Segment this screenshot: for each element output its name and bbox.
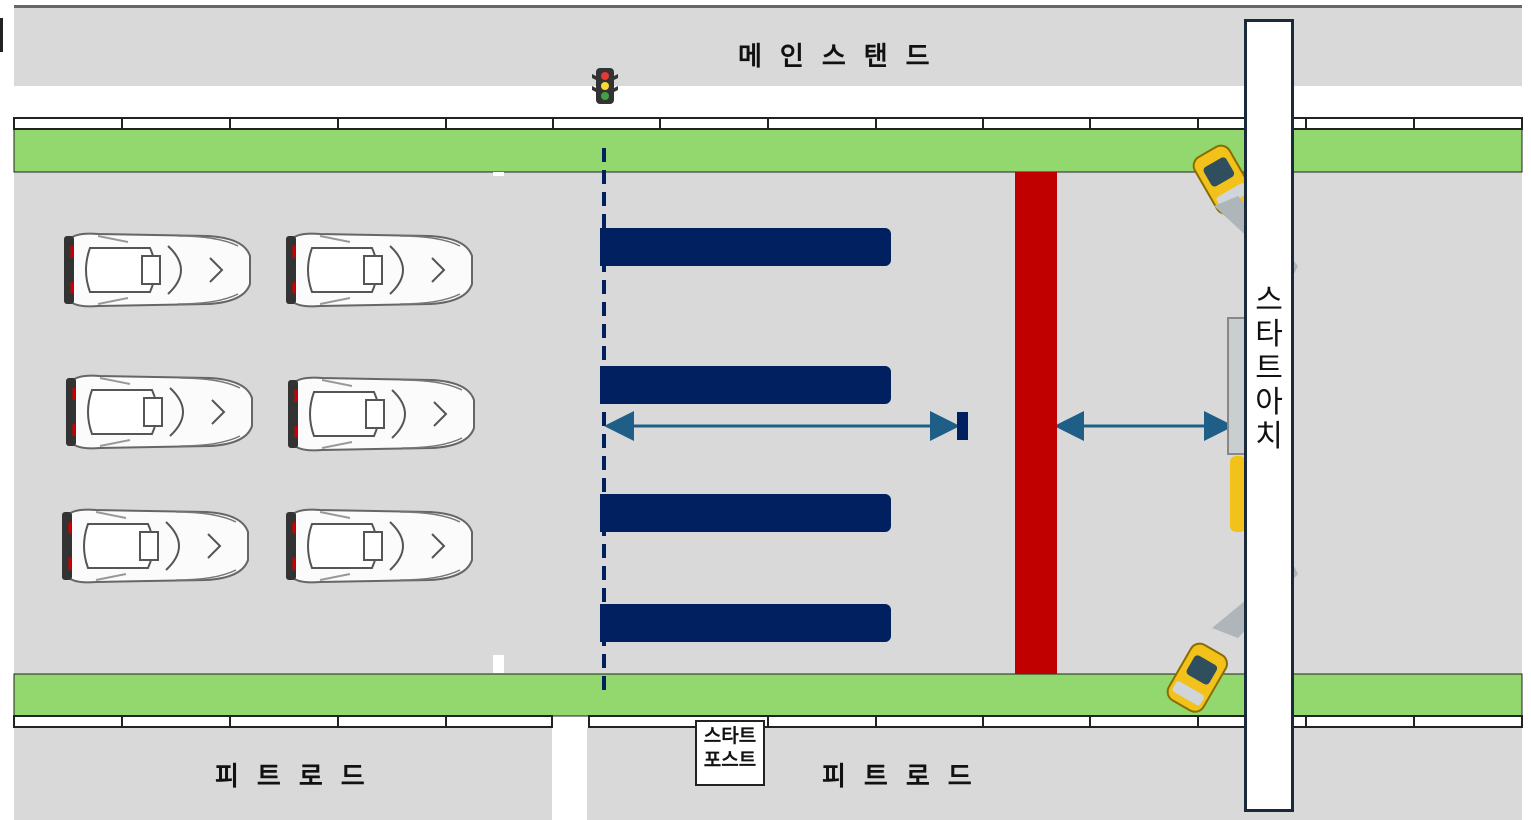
grid-stripe: [600, 366, 891, 404]
pit-road-area-left: [14, 728, 552, 820]
fence-bottom: [13, 715, 1523, 728]
grass-strip-bottom: [13, 673, 1523, 717]
race-car-icon: [284, 232, 474, 308]
main-stand-label: 메인스탠드: [738, 42, 948, 72]
left-edge-mark: [0, 18, 3, 52]
top-border: [14, 5, 1522, 8]
start-post-label-line1: 스타트: [703, 725, 757, 747]
race-car-icon: [284, 508, 474, 584]
start-post-box: 스타트 포스트: [695, 720, 765, 786]
traffic-light-icon: [592, 68, 618, 104]
grid-stripe: [600, 604, 891, 642]
arch-char: 아: [1255, 385, 1283, 420]
arch-char: 치: [1255, 419, 1283, 454]
start-arch-label: 스 타 트 아 치: [1247, 284, 1291, 454]
grid-stripe: [600, 228, 891, 266]
race-car-icon: [64, 374, 254, 450]
arch-char: 트: [1255, 351, 1283, 386]
race-car-icon: [62, 232, 252, 308]
fence-top: [13, 117, 1523, 130]
grass-strip-top: [13, 128, 1523, 173]
start-arch: [1244, 19, 1294, 812]
pit-road-label-left: 피트로드: [215, 762, 383, 792]
arch-char: 타: [1255, 317, 1283, 352]
arch-char: 스: [1255, 283, 1283, 318]
start-line: [1015, 172, 1057, 674]
race-car-icon: [286, 376, 476, 452]
race-car-icon: [60, 508, 250, 584]
pit-road-label-right: 피트로드: [822, 762, 990, 792]
start-post-label-line2: 포스트: [703, 749, 757, 771]
grid-stripe: [600, 494, 891, 532]
safety-car-icon: [1230, 456, 1246, 532]
